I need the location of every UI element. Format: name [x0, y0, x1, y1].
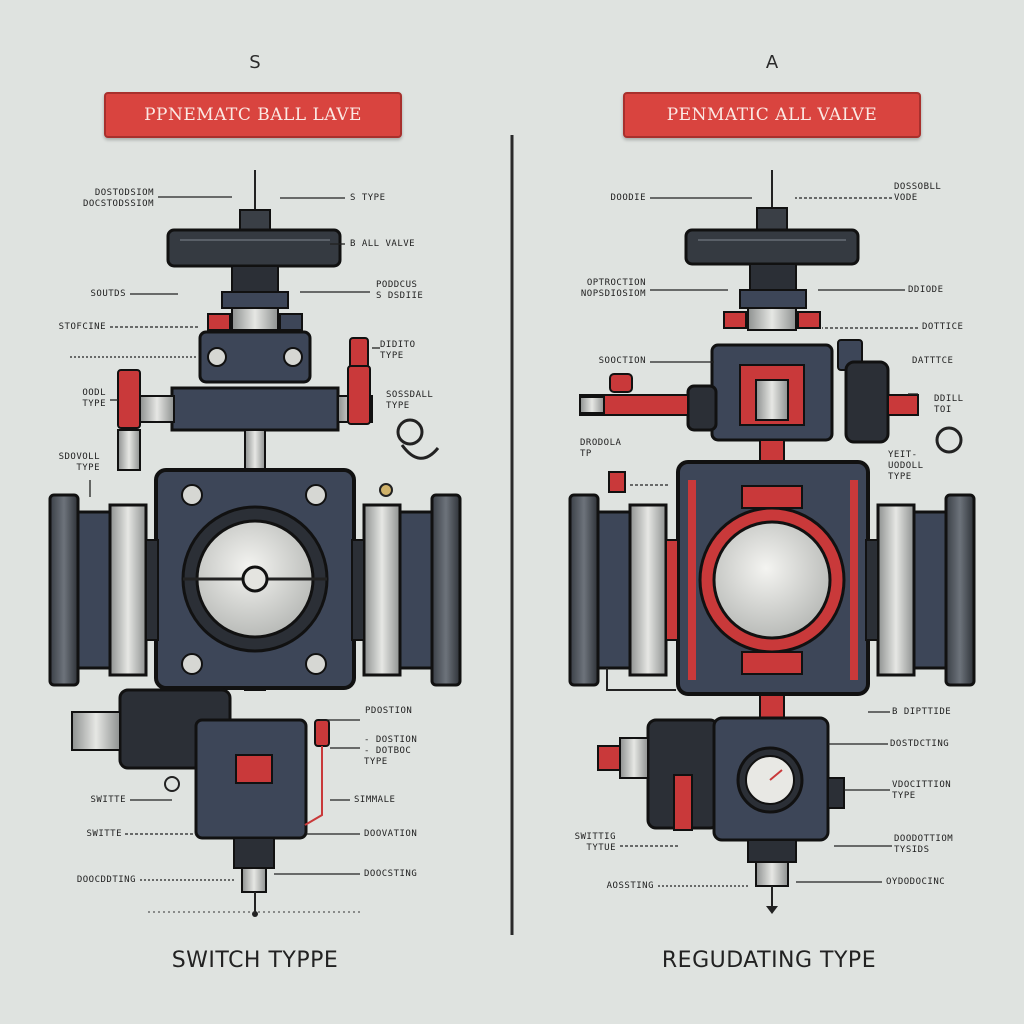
- right-label-r10: DOODOTTIOM TYSIDS: [894, 834, 954, 855]
- right-label-r1: DOSSOBLL VODE: [894, 182, 942, 203]
- right-label-r11: OYDODOCINC: [886, 877, 946, 887]
- right-label-r7: B DIPTTIDE: [892, 707, 952, 717]
- left-label-r8: SIMMALE: [354, 795, 396, 805]
- right-label-4: DRODOLA TP: [580, 438, 622, 459]
- right-label-r3: DOTTICE: [922, 322, 964, 332]
- left-label-r10: DOOCSTING: [364, 869, 418, 879]
- left-label-7: SWITTE: [86, 829, 122, 839]
- right-label-3: SOOCTION: [598, 356, 646, 366]
- left-label-r7: - DOSTION - DOTBOC TYPE: [364, 735, 418, 767]
- right-label-r8: DOSTDCTING: [890, 739, 950, 749]
- right-label-r9: VDOCITTION TYPE: [892, 780, 952, 801]
- left-label-3: STOFCINE: [58, 322, 106, 332]
- right-caption: REGUDATING TYPE: [661, 948, 877, 973]
- right-label-r6: YEIT- UODOLL TYPE: [888, 450, 924, 482]
- right-label-6: AOSSTING: [606, 881, 654, 891]
- left-label-2: SOUTDS: [90, 289, 126, 299]
- left-label-r6: PDOSTION: [365, 706, 413, 716]
- left-label-r9: DOOVATION: [364, 829, 418, 839]
- right-title-banner: PENMATIC ALL VALVE: [623, 92, 921, 138]
- left-label-8: DOOCDDTING: [76, 875, 136, 885]
- left-label-6: SWITTE: [90, 795, 126, 805]
- left-label-1: DOSTODSIOM DOCSTODSSIOM: [82, 188, 154, 209]
- left-label-r3: PODDCUS S DSDIIE: [376, 280, 424, 301]
- right-label-r5: DDILL TOI: [934, 394, 964, 415]
- right-label-r2: DDIODE: [908, 285, 944, 295]
- left-label-r5: SOSSDALL TYPE: [386, 390, 434, 411]
- right-panel-mark: A: [765, 52, 779, 73]
- left-panel-mark: S: [249, 52, 261, 73]
- right-label-r4: DATTTCE: [912, 356, 954, 366]
- regulating-type-valve-drawing: [568, 170, 976, 914]
- right-label-2: OPTROCTION NOPSDIOSIOM: [580, 278, 646, 299]
- left-label-r4: DIDITO TYPE: [380, 340, 416, 361]
- left-label-r1: S TYPE: [350, 193, 386, 203]
- left-label-5: SDOVOLL TYPE: [58, 452, 100, 473]
- left-label-r2: B ALL VALVE: [350, 239, 416, 249]
- left-label-4: OODL TYPE: [82, 388, 106, 409]
- right-label-5: SWITTIG TYTUE: [574, 832, 616, 853]
- switch-type-valve-drawing: [48, 170, 462, 917]
- left-caption: SWITCH TYPPE: [171, 948, 339, 973]
- left-title-banner: PPNEMATC BALL LAVE: [104, 92, 402, 138]
- right-label-1: DOODIE: [610, 193, 646, 203]
